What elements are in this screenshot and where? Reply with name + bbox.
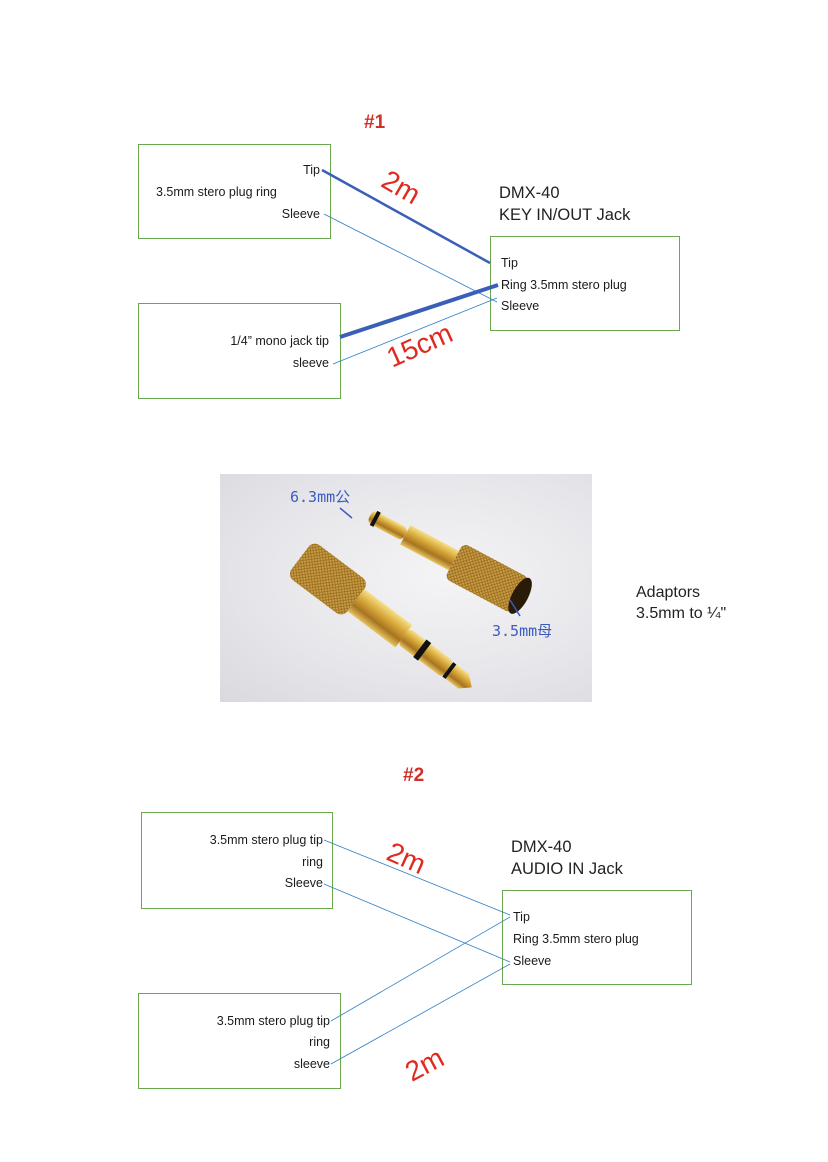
length-label-15cm: 15cm	[382, 317, 458, 374]
plug1-tip-label: Tip	[303, 163, 320, 177]
adaptor-front	[289, 543, 472, 689]
jack1-sleeve-label: Sleeve	[501, 299, 540, 313]
jack2-ring-label: Ring 3.5mm stero plug	[513, 932, 639, 946]
length-label-2m-d1: 2m	[376, 164, 426, 211]
jack2-title: DMX-40 AUDIO IN Jack	[511, 836, 623, 880]
plug-top-tip-label: 3.5mm stero plug tip	[209, 833, 323, 847]
plug-bottom-tip-label: 3.5mm stero plug tip	[216, 1014, 330, 1028]
adaptors-caption: Adaptors 3.5mm to ¼"	[636, 582, 726, 624]
jack2-title-name: AUDIO IN Jack	[511, 860, 623, 878]
jack1-title-name: KEY IN/OUT Jack	[499, 206, 631, 224]
wire-bottom-tip-to-jack2-tip	[330, 916, 511, 1022]
mono-tip-label: 1/4” mono jack tip	[230, 334, 329, 348]
jack2-title-model: DMX-40	[511, 838, 572, 856]
adaptors-caption-line2: 3.5mm to ¼"	[636, 605, 727, 622]
plug-top-sleeve-label: Sleeve	[284, 876, 323, 890]
length-label-2m-d2-top: 2m	[382, 836, 431, 881]
diagram1-heading: #1	[364, 112, 386, 133]
jack1-title-model: DMX-40	[499, 184, 560, 202]
adaptors-caption-line1: Adaptors	[636, 584, 701, 601]
length-label-2m-d2-bottom: 2m	[400, 1041, 449, 1088]
plug-bottom-sleeve-label: sleeve	[293, 1057, 330, 1071]
jack1-ring-label: Ring 3.5mm stero plug	[501, 278, 627, 292]
plug1-sleeve-label: Sleeve	[281, 207, 320, 221]
wire-top-sleeve-to-jack2-sleeve	[323, 883, 511, 963]
mono-jack-box	[138, 303, 341, 399]
jack1-tip-label: Tip	[501, 256, 518, 270]
photo-label-3-5mm: 3.5mm母	[492, 622, 553, 640]
plug1-ring-label: 3.5mm stero plug ring	[156, 185, 277, 199]
jack1-title: DMX-40 KEY IN/OUT Jack	[499, 182, 630, 226]
diagram2-heading: #2	[403, 765, 425, 786]
plug-top-ring-label: ring	[302, 855, 323, 869]
adaptor-photo: 6.3mm公 3.5mm母	[220, 474, 592, 702]
adaptor-back	[368, 510, 532, 614]
jack2-sleeve-label: Sleeve	[513, 954, 552, 968]
wire-plug1-sleeve-to-jack1-sleeve	[323, 213, 498, 303]
adaptor-photo-drawing	[289, 507, 532, 689]
jack2-tip-label: Tip	[513, 910, 530, 924]
plug-bottom-ring-label: ring	[309, 1035, 330, 1049]
mono-sleeve-label: sleeve	[292, 356, 329, 370]
photo-label-6-3mm: 6.3mm公	[290, 488, 351, 506]
